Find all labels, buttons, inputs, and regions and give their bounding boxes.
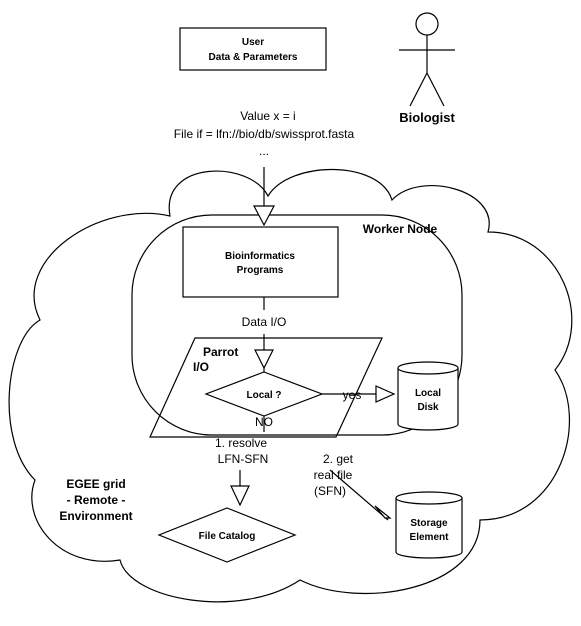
param-ellipsis: ... (259, 144, 269, 158)
decision-label: Local ? (246, 390, 281, 401)
local-disk-cylinder (397, 361, 459, 431)
bio-box-line2: Programs (237, 265, 284, 276)
storage-element-cylinder (395, 491, 463, 559)
local-decision-diamond (204, 371, 324, 417)
data-io-label: Data I/O (242, 315, 287, 329)
egee-line1: EGEE grid (66, 477, 125, 491)
getfile-line1: 2. get (323, 452, 354, 466)
arrowhead-decision (254, 349, 274, 370)
user-data-box (179, 27, 327, 71)
decision-yes: yes (343, 388, 362, 402)
parrot-io-box (149, 337, 383, 438)
biologist-label: Biologist (399, 110, 455, 125)
storage-line1: Storage (410, 518, 448, 529)
bio-box-line1: Bioinformatics (225, 251, 295, 262)
user-box-line1: User (242, 37, 264, 48)
user-box-line2: Data & Parameters (209, 52, 298, 63)
getfile-line2: real file (314, 468, 353, 482)
storage-line2: Element (410, 532, 450, 543)
decision-no: NO (255, 415, 273, 429)
getfile-to-storage-line (329, 469, 389, 521)
param-file: File if = lfn://bio/db/swissprot.fasta (174, 127, 355, 141)
parrot-line1: Parrot (203, 345, 238, 359)
parrot-line2: I/O (193, 360, 209, 374)
file-catalog-diamond (157, 507, 297, 563)
local-disk-line1: Local (415, 388, 441, 399)
egee-line2: - Remote - (67, 493, 126, 507)
arrowhead-storage (374, 505, 392, 519)
resolve-line1: 1. resolve (215, 436, 267, 450)
param-value: Value x = i (240, 109, 295, 123)
worker-node-label: Worker Node (363, 222, 438, 236)
arrowhead-catalog (230, 485, 250, 507)
resolve-line2: LFN-SFN (218, 452, 269, 466)
getfile-line3: (SFN) (314, 484, 346, 498)
worker-node-region (131, 214, 463, 436)
arrowhead-bio (253, 205, 275, 227)
biologist-figure (399, 12, 455, 107)
egee-line3: Environment (59, 509, 132, 523)
bioinformatics-box (182, 226, 339, 298)
arrowhead-disk (375, 385, 396, 403)
file-catalog-label: File Catalog (199, 531, 256, 542)
local-disk-line2: Disk (417, 402, 439, 413)
